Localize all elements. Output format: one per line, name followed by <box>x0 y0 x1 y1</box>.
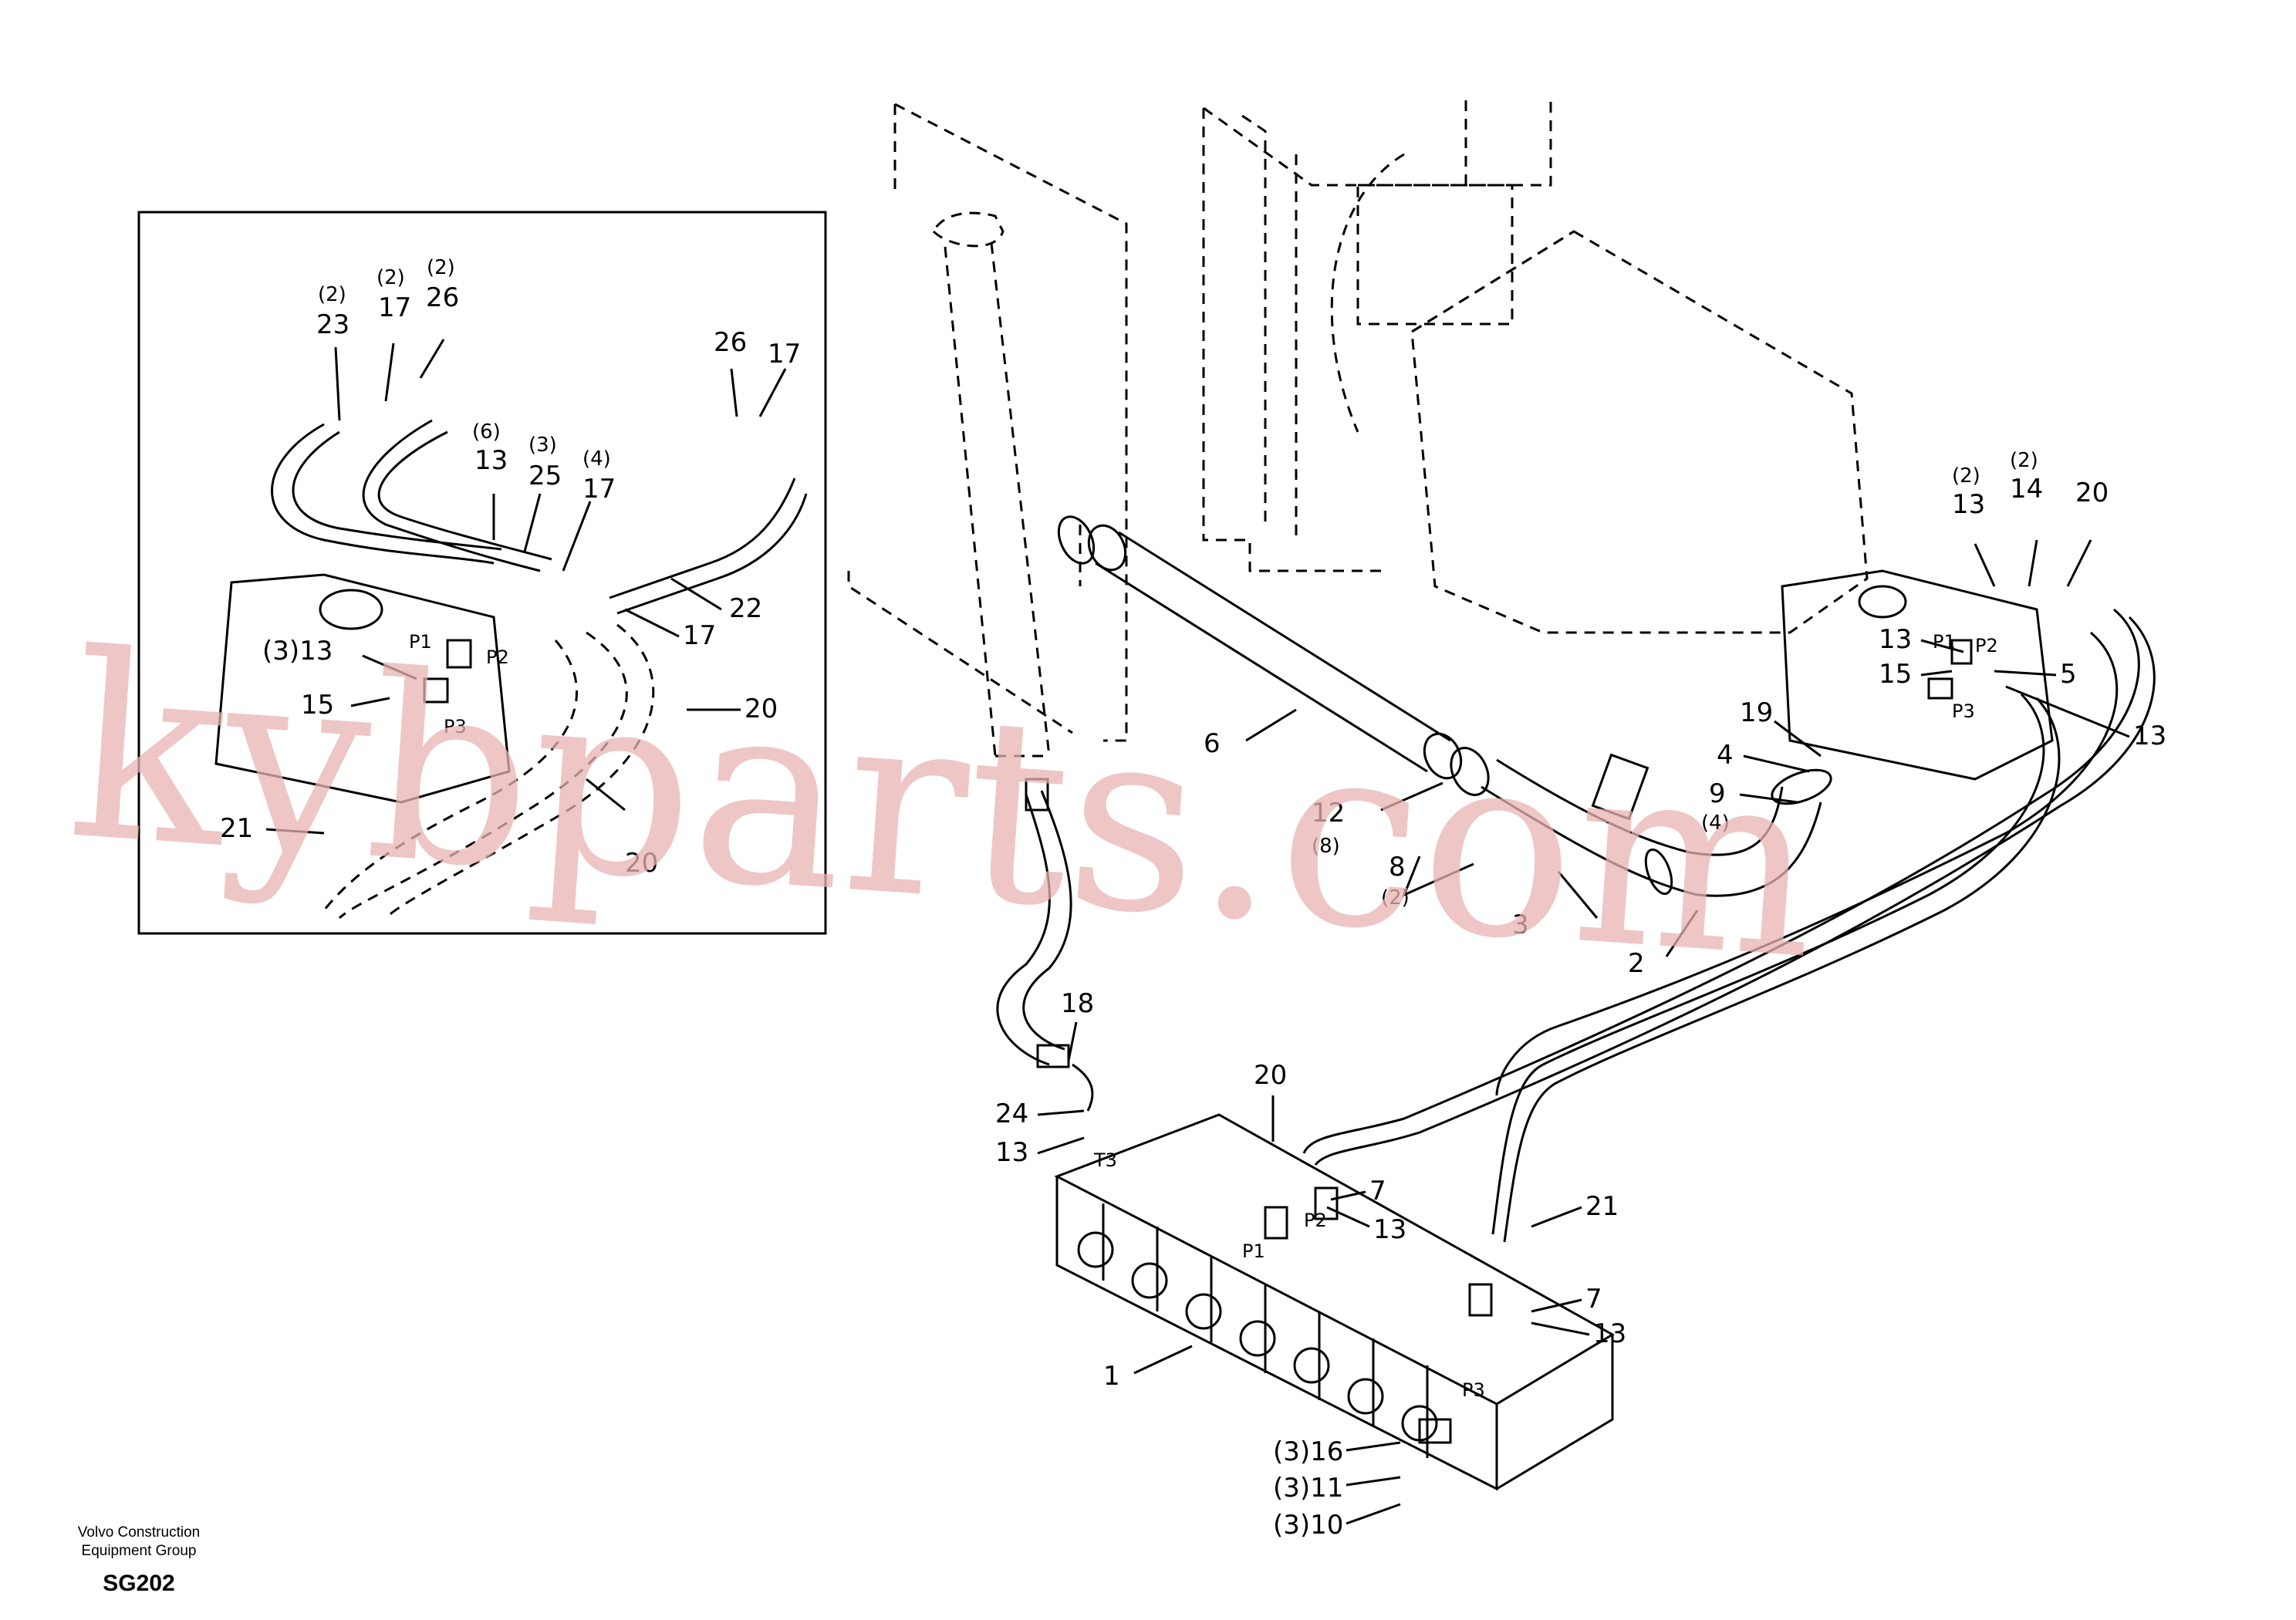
callout-2: 2 <box>1628 948 1645 979</box>
control-valve-1 <box>1054 1113 1615 1491</box>
hose-18 <box>996 778 1094 1112</box>
callout-20: 20 <box>745 694 778 724</box>
callout-13t: 13 <box>2133 721 2166 751</box>
callout-13b: (3)13 <box>262 636 333 667</box>
callout-9: 9 <box>1709 778 1726 809</box>
leader-lines <box>265 339 2130 1525</box>
qty-23: (2) <box>318 283 346 306</box>
callout-23: 23 <box>316 309 349 340</box>
detail-inset <box>137 211 827 935</box>
callout-21: 21 <box>220 813 253 844</box>
qty-26a: (2) <box>427 256 455 279</box>
callout-16: (3)16 <box>1273 1436 1343 1467</box>
callout-17d: 17 <box>683 620 716 651</box>
callout-17c: 17 <box>582 474 616 505</box>
port-p2-main: P2 <box>1304 1210 1327 1231</box>
footer-company-line2: Equipment Group <box>82 1543 197 1559</box>
callout-10: (3)10 <box>1273 1510 1343 1541</box>
detail-labels: (2) 23 (2) 17 (2) 26 26 17 (6) 13 (3) 25… <box>220 256 801 879</box>
port-p2-detail: P2 <box>486 646 509 668</box>
qty-8: (2) <box>1381 886 1410 910</box>
callout-1: 1 <box>1103 1361 1120 1392</box>
tube-6 <box>1057 515 1490 796</box>
callout-8: 8 <box>1389 852 1406 883</box>
right-tank <box>1781 569 2054 781</box>
qty-25: (3) <box>528 434 557 457</box>
callout-24: 24 <box>995 1099 1028 1129</box>
qty-13r: (2) <box>1952 464 1980 488</box>
watermark: kybparts.com <box>61 599 1826 1016</box>
port-t3: T3 <box>1093 1149 1117 1171</box>
callout-11: (3)11 <box>1273 1473 1343 1504</box>
callout-6: 6 <box>1204 728 1221 759</box>
machine-outline <box>847 100 1869 742</box>
port-p3-right: P3 <box>1952 700 1975 722</box>
port-p1-main: P1 <box>1242 1240 1265 1262</box>
main-labels: 6 12 (8) 8 (2) 3 2 19 4 9 (4) (2) 13 (2)… <box>995 449 2166 1541</box>
detail-frame <box>137 211 827 935</box>
qty-9: (4) <box>1701 812 1730 835</box>
qty-17c: (4) <box>582 447 611 471</box>
callout-25: 25 <box>528 461 562 491</box>
callout-17a: 17 <box>378 292 411 323</box>
callout-13s: 13 <box>1879 624 1912 655</box>
callout-20b: 20 <box>625 848 658 879</box>
callout-15r: 15 <box>1879 659 1912 690</box>
qty-12: (8) <box>1312 835 1340 858</box>
port-p2-right: P2 <box>1975 635 1998 656</box>
callout-13w: 13 <box>1593 1318 1626 1349</box>
callout-4: 4 <box>1717 740 1734 771</box>
hoses-20-21 <box>1302 608 2156 1243</box>
callout-19: 19 <box>1740 697 1773 728</box>
callout-13v: 13 <box>1373 1214 1406 1245</box>
callout-12: 12 <box>1312 798 1345 829</box>
callout-26a: 26 <box>426 282 459 313</box>
callout-5: 5 <box>2060 659 2077 690</box>
drawing-code: SG202 <box>103 1571 174 1596</box>
qty-17a: (2) <box>376 266 405 289</box>
footer-company-line1: Volvo Construction <box>78 1524 200 1541</box>
callout-17b: 17 <box>768 339 801 370</box>
callout-3: 3 <box>1512 910 1529 940</box>
callout-7a: 7 <box>1369 1176 1386 1207</box>
callout-15: 15 <box>301 690 334 721</box>
callout-13r: 13 <box>1952 489 1985 520</box>
qty-13a: (6) <box>472 420 501 444</box>
port-p1-right: P1 <box>1933 631 1956 653</box>
callout-20r: 20 <box>2075 478 2109 508</box>
left-dashed-pipe <box>932 211 1051 758</box>
callout-18: 18 <box>1061 988 1094 1019</box>
hose-2-3 <box>1481 753 1832 897</box>
callout-26b: 26 <box>714 327 747 358</box>
callout-21m: 21 <box>1585 1191 1619 1222</box>
port-p1-detail: P1 <box>409 631 432 653</box>
qty-14: (2) <box>2010 449 2038 472</box>
callout-7b: 7 <box>1585 1284 1602 1315</box>
footer: Volvo Construction Equipment Group SG202 <box>78 1524 200 1596</box>
port-p3-main: P3 <box>1462 1379 1485 1401</box>
callout-22: 22 <box>729 593 762 624</box>
callout-20m: 20 <box>1254 1060 1287 1091</box>
callout-13u: 13 <box>995 1137 1028 1168</box>
callout-14: 14 <box>2010 474 2043 505</box>
callout-13a: 13 <box>474 445 508 476</box>
port-p3-detail: P3 <box>444 716 467 737</box>
